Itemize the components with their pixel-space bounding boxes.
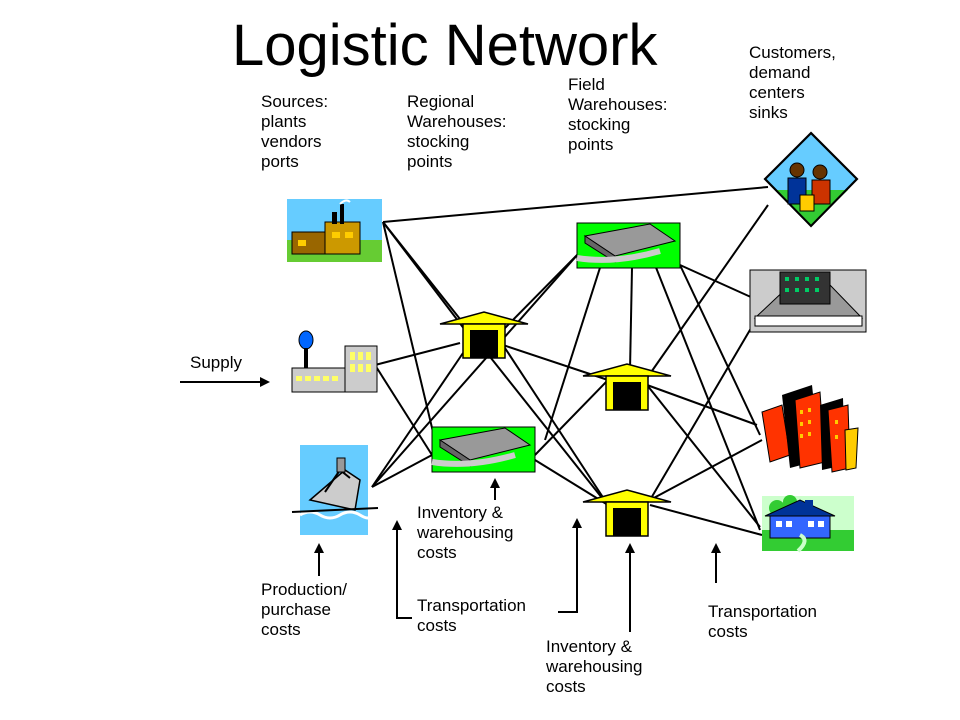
- city-icon: [761, 385, 859, 473]
- field-warehouse-3: [582, 489, 672, 537]
- regional-warehouse-1: [439, 311, 529, 359]
- cost-arrows: [180, 377, 721, 632]
- inventory-regional-label: Inventory & warehousing costs: [417, 503, 514, 562]
- connection-lines: [371, 186, 769, 536]
- sources-label: Sources: plants vendors ports: [261, 92, 329, 171]
- field-warehouse-1: [576, 222, 681, 269]
- field-warehouses-label: Field Warehouses: stocking points: [568, 75, 668, 154]
- supply-label: Supply: [190, 353, 242, 372]
- transport-arrow-2: [558, 518, 582, 613]
- customers-label: Customers, demand centers sinks: [749, 43, 836, 122]
- page-title: Logistic Network: [232, 13, 658, 78]
- production-costs-label: Production/ purchase costs: [261, 580, 347, 639]
- field-warehouse-2: [582, 363, 672, 411]
- inventory-field-label: Inventory & warehousing costs: [546, 637, 643, 696]
- regional-warehouse-2: [431, 426, 536, 473]
- office-building-icon: [749, 269, 867, 333]
- water-tower-plant-icon: [291, 330, 378, 393]
- ship-icon: [291, 445, 379, 535]
- transport-arrow-1: [392, 520, 412, 619]
- transportation-costs-label-1: Transportation costs: [417, 596, 526, 635]
- transportation-costs-label-2: Transportation costs: [708, 602, 817, 641]
- house-icon: [762, 495, 854, 553]
- factory-icon: [287, 199, 382, 262]
- regional-warehouses-label: Regional Warehouses: stocking points: [407, 92, 507, 171]
- people-icon: [763, 131, 859, 228]
